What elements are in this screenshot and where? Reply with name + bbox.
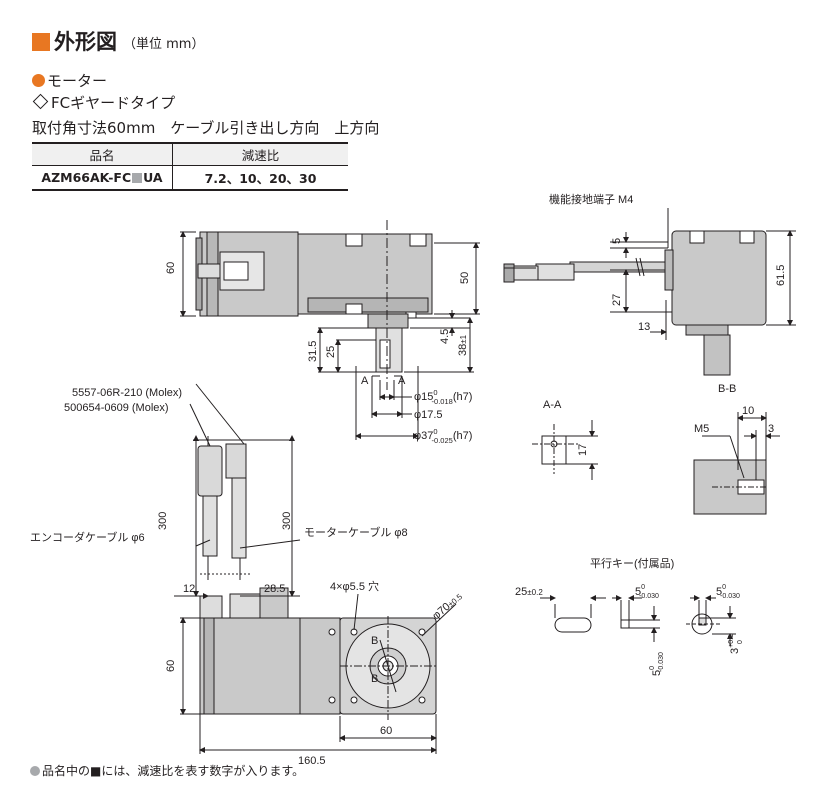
label-a-right: A	[398, 375, 406, 387]
dim-key-5a: 50-0.030	[635, 584, 659, 600]
dim-key-25: 25±0.2	[515, 586, 543, 598]
dim-60-top: 60	[165, 262, 177, 274]
gray-dot-icon	[30, 766, 40, 776]
dim-160-5: 160.5	[298, 755, 326, 767]
placeholder-square-icon	[132, 173, 143, 183]
end-view-right	[503, 208, 767, 376]
top-dims	[180, 231, 480, 440]
dim-phi37: φ370-0.025(h7)	[414, 427, 472, 445]
right-dims	[610, 230, 796, 340]
dim-28-5: 28.5	[264, 583, 285, 595]
dim-phi15: φ150-0.018(h7)	[414, 388, 472, 406]
dim-60-bottom: 60	[165, 660, 177, 672]
dim-13: 13	[638, 321, 650, 333]
dim-phi17-5: φ17.5	[414, 409, 443, 421]
model-table: 品名減速比 AZM66AK-FC UA 7.2、10、20、30	[32, 142, 348, 191]
model-prefix: AZM66AK-FC	[41, 170, 132, 185]
section-aa	[532, 420, 598, 480]
dim-key-5b: 50-0.030	[649, 652, 665, 676]
model-suffix: UA	[143, 170, 163, 185]
holes-label: 4×φ5.5 穴	[330, 579, 379, 593]
dim-phi70: φ70±0.5	[430, 590, 465, 622]
motor-heading: モーター	[32, 72, 107, 90]
label-a-left: A	[361, 375, 369, 387]
orange-dot-icon	[32, 74, 45, 87]
label-b-bottom: B	[371, 673, 378, 685]
section-aa-label: A-A	[543, 399, 562, 411]
terminal-label: 機能接地端子 M4	[549, 192, 633, 206]
side-view-top	[195, 220, 433, 390]
model-ratios: 7.2、10、20、30	[172, 165, 348, 191]
connector-2-label: 500654-0609 (Molex)	[64, 402, 169, 414]
label-b-top: B	[371, 635, 378, 647]
dim-60-flange: 60	[380, 725, 392, 737]
dim-3-bb: 3	[768, 423, 774, 435]
dim-5-right: 5	[611, 238, 623, 244]
key-views	[540, 595, 736, 646]
m5-label: M5	[694, 423, 709, 435]
dim-38: 38±1	[457, 334, 469, 356]
gear-label: FCギヤードタイプ	[51, 94, 176, 112]
dim-25-top: 25	[325, 346, 337, 358]
dim-17: 17	[577, 444, 589, 456]
dim-31-5: 31.5	[307, 341, 319, 362]
motor-cable-label: モーターケーブル φ8	[304, 525, 408, 539]
dim-10: 10	[742, 405, 754, 417]
page-title: 外形図	[54, 30, 117, 54]
header-marker	[32, 33, 50, 51]
dim-50: 50	[459, 272, 471, 284]
header: 外形図 （単位 mm）	[32, 30, 204, 54]
section-bb-label: B-B	[718, 383, 736, 395]
footnote-text: 品名中の■には、減速比を表す数字が入ります。	[42, 764, 305, 778]
dim-61-5: 61.5	[775, 265, 787, 286]
col-ratio: 減速比	[172, 142, 348, 166]
dim-300-left: 300	[157, 512, 169, 530]
motor-label: モーター	[47, 72, 108, 90]
gear-heading: FCギヤードタイプ	[32, 93, 176, 112]
front-view-bottom	[193, 436, 437, 720]
dim-27: 27	[611, 294, 623, 306]
footnote: 品名中の■には、減速比を表す数字が入ります。	[30, 762, 304, 779]
key-title: 平行キー(付属品)	[590, 557, 674, 570]
dim-4-5: 4.5	[439, 329, 451, 344]
dim-key-5c: 50-0.030	[716, 584, 740, 600]
connector-1-label: 5557-06R-210 (Molex)	[72, 387, 182, 399]
bottom-dims	[174, 383, 457, 754]
dim-12: 12	[183, 583, 195, 595]
dim-300-right: 300	[281, 512, 293, 530]
encoder-cable-label: エンコーダケーブル φ6	[30, 530, 145, 544]
unit-note: （単位 mm）	[123, 37, 205, 52]
model-name: AZM66AK-FC UA	[32, 165, 173, 191]
spec-line: 取付角寸法60mm ケーブル引き出し方向 上方向	[32, 119, 380, 137]
section-bb	[693, 412, 780, 515]
col-name: 品名	[32, 142, 173, 166]
